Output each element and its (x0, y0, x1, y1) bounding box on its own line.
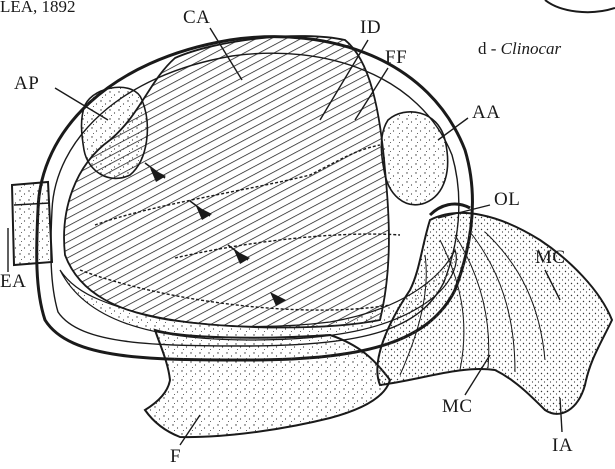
label-FF: FF (385, 48, 407, 68)
label-AP: AP (14, 74, 39, 94)
label-F: F (170, 447, 181, 467)
caption-dash: - (491, 39, 497, 58)
adjacent-figure-fragment (545, 0, 615, 12)
label-IA: IA (552, 436, 573, 456)
label-CA: CA (183, 8, 210, 28)
figure-caption: d - Clinocar (478, 40, 561, 58)
label-MC-upper: MC (535, 248, 566, 268)
gill-mass (64, 36, 389, 327)
label-EA: EA (0, 272, 26, 292)
anterior-adductor-muscle (381, 112, 447, 205)
excurrent-aperture-tab (12, 182, 52, 265)
label-OL: OL (494, 190, 520, 210)
foot (145, 330, 390, 437)
anterior-muscle-body (377, 213, 612, 414)
label-MC-lower: MC (442, 397, 473, 417)
label-ID: ID (360, 18, 381, 38)
label-AA: AA (472, 103, 500, 123)
caption-letter: d (478, 39, 487, 58)
corner-citation: LEA, 1892 (0, 0, 76, 16)
caption-taxon: Clinocar (501, 39, 561, 58)
